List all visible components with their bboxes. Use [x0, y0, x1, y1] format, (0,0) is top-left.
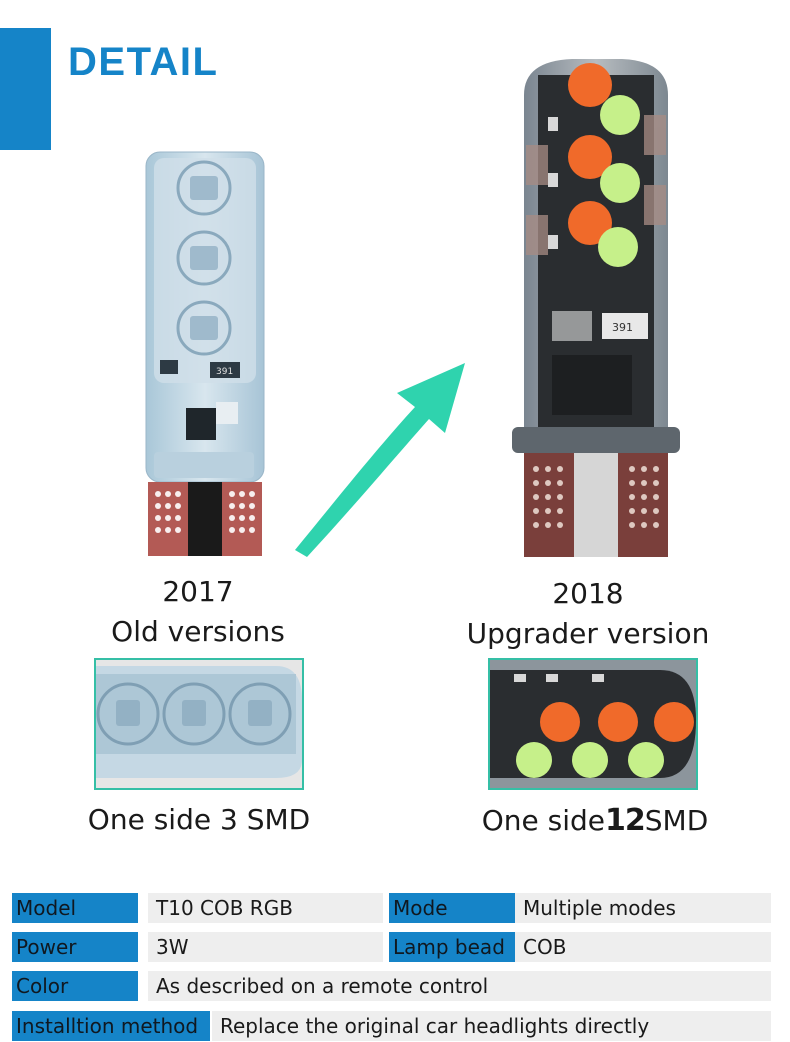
new-smd-caption: One side12SMD — [440, 803, 750, 838]
new-closeup-image — [488, 658, 698, 790]
new-smd-suffix: SMD — [644, 804, 709, 837]
spec-color-label: Color — [12, 971, 138, 1001]
spec-install-value: Replace the original car headlights dire… — [212, 1011, 771, 1041]
old-smd-caption: One side 3 SMD — [87, 803, 311, 836]
new-version-year: 2018 — [552, 577, 624, 610]
page-title: DETAIL — [68, 40, 219, 84]
spec-lamp-label: Lamp bead — [389, 932, 515, 962]
old-version-year: 2017 — [162, 575, 234, 608]
spec-lamp-value: COB — [515, 932, 771, 962]
new-smd-count: 12 — [605, 803, 646, 838]
old-version-label: Old versions — [111, 615, 285, 648]
old-resistor-code: 391 — [216, 367, 233, 377]
new-resistor-code: 391 — [612, 321, 633, 334]
spec-mode-label: Mode — [389, 893, 515, 923]
spec-color-value: As described on a remote control — [148, 971, 771, 1001]
new-bulb-image: 391 — [512, 55, 680, 560]
old-bulb-image: 391 — [140, 150, 270, 560]
spec-power-label: Power — [12, 932, 138, 962]
new-version-label: Upgrader version — [466, 617, 710, 650]
spec-install-label: Installtion method — [12, 1011, 210, 1041]
spec-model-label: Model — [12, 893, 138, 923]
spec-mode-value: Multiple modes — [515, 893, 771, 923]
spec-power-value: 3W — [148, 932, 383, 962]
header-accent-bar — [0, 28, 51, 150]
spec-model-value: T10 COB RGB — [148, 893, 383, 923]
upward-arrow-icon — [285, 345, 475, 560]
new-smd-prefix: One side — [481, 804, 606, 837]
old-closeup-image — [94, 658, 304, 790]
